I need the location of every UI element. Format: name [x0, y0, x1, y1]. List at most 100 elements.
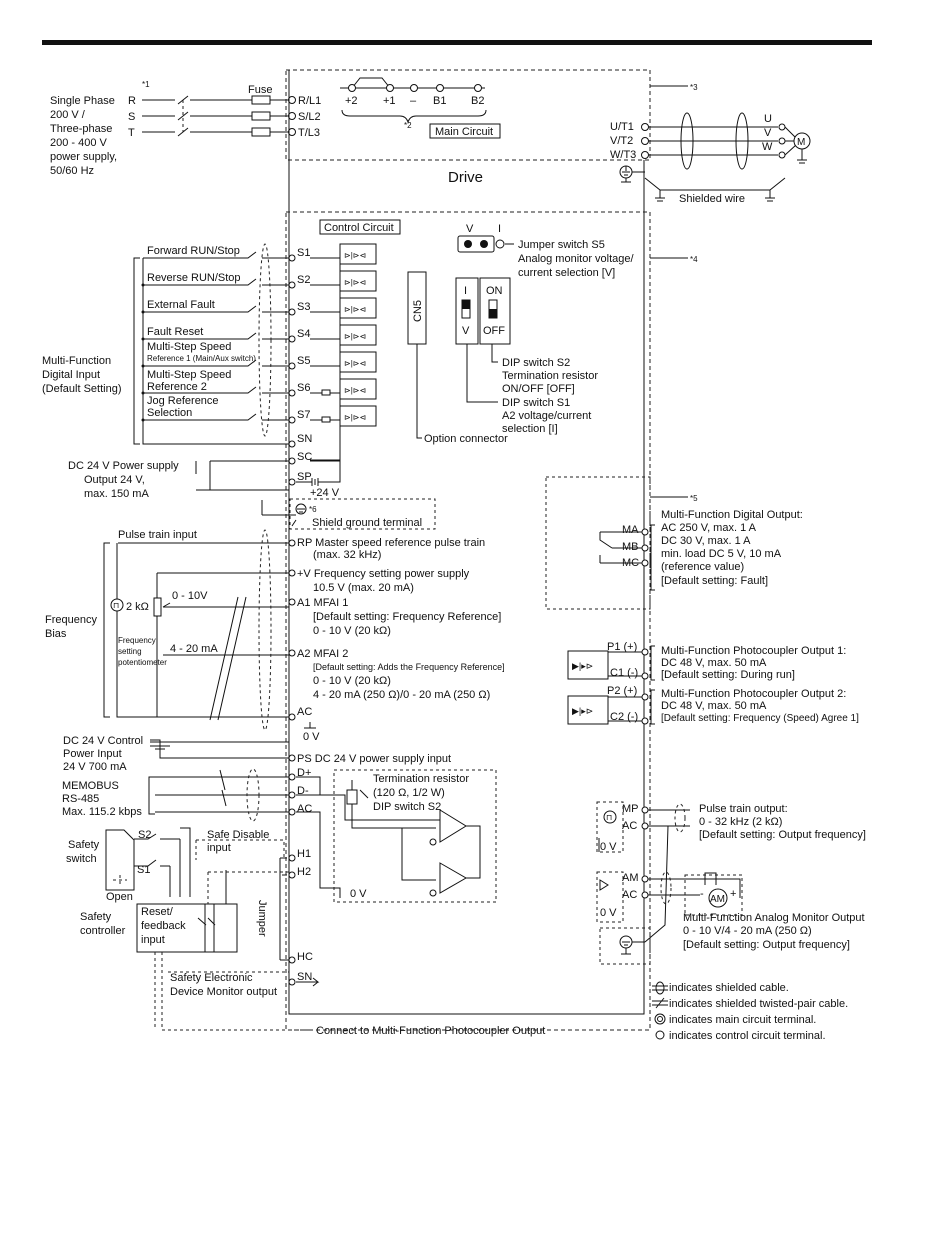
dip-switch-s2[interactable]: ON OFF DIP switch S2 Termination resisto…: [479, 277, 601, 395]
label-sn-safety: SN: [297, 971, 312, 983]
shield-ground: *6 Shield ground terminal: [261, 498, 436, 530]
dip-switch-s1[interactable]: I V DIP switch S1 A2 voltage/current sel…: [455, 277, 594, 435]
label-ma: MA: [622, 524, 639, 536]
svg-text:⊳|⊳⊲: ⊳|⊳⊲: [344, 251, 366, 260]
terminal-ma[interactable]: [641, 528, 649, 536]
am-minus: -: [700, 888, 704, 900]
terminal-h2[interactable]: [288, 871, 296, 879]
terminal-s2[interactable]: [288, 281, 296, 289]
memobus-zero-v: 0 V: [350, 888, 367, 900]
am-meter-label: AM: [710, 894, 725, 905]
terminal-hc[interactable]: [288, 956, 296, 964]
dip-s2-label: DIP switch S2 Termination resistor ON/OF…: [502, 357, 601, 395]
terminal-sc[interactable]: [288, 457, 296, 465]
drive-label: Drive: [448, 169, 483, 186]
legend-shielded-cable: indicates shielded cable.: [669, 982, 789, 994]
dc-bus-terminals: +2 +1 – B1 B2 *2 Main Circuit: [340, 77, 501, 139]
main-circuit-boundary: [285, 69, 651, 161]
motor-label: M: [797, 137, 805, 148]
terminal-s4[interactable]: [288, 335, 296, 343]
terminal-s6[interactable]: [288, 389, 296, 397]
cn5-label: CN5: [412, 300, 424, 322]
label-r-l1: R/L1: [298, 95, 321, 107]
terminal-h1[interactable]: [288, 854, 296, 862]
terminal-sn-common[interactable]: [288, 440, 296, 448]
terminal-rp[interactable]: [288, 539, 296, 547]
note-3-mark: *3: [690, 83, 698, 92]
label-c1: C1 (-): [610, 667, 638, 679]
terminal-sp[interactable]: [288, 478, 296, 486]
terminal-ac-memobus[interactable]: [288, 808, 296, 816]
digital-input-bracket: [133, 257, 140, 445]
terminal-s5[interactable]: [288, 362, 296, 370]
terminal-t-l3[interactable]: [288, 128, 296, 136]
input-label-s4: Fault Reset: [147, 326, 203, 338]
terminal-mb[interactable]: [641, 544, 649, 552]
terminal-ac-analog[interactable]: [288, 713, 296, 721]
terminal-v-t2[interactable]: [641, 137, 649, 145]
terminal-sn-safety[interactable]: [288, 978, 296, 986]
label-b2: B2: [471, 95, 484, 107]
legend-main-terminal: indicates main circuit terminal.: [669, 1014, 816, 1026]
terminal-r-l1[interactable]: [288, 96, 296, 104]
terminal-plus2[interactable]: [348, 84, 356, 92]
pot-value: 2 kΩ: [126, 601, 149, 613]
terminal-mc[interactable]: [641, 559, 649, 567]
terminal-s1[interactable]: [288, 254, 296, 262]
terminal-plus-v[interactable]: [288, 569, 296, 577]
jumper-switch-s5[interactable]: V I Jumper switch S5 Analog monitor volt…: [457, 223, 637, 279]
label-rp: RP Master speed reference pulse train: [297, 537, 485, 549]
terminal-s-l2[interactable]: [288, 112, 296, 120]
terminal-ac-pulse[interactable]: [641, 822, 649, 830]
terminal-p1[interactable]: [641, 648, 649, 656]
terminal-minus[interactable]: [410, 84, 418, 92]
main-circuit-label-box: [429, 123, 501, 139]
label-h2: H2: [297, 866, 311, 878]
terminal-plus1[interactable]: [386, 84, 394, 92]
jumper-s5-v: V: [466, 223, 474, 235]
terminal-c2[interactable]: [641, 717, 649, 725]
main-circuit-label: Main Circuit: [435, 126, 493, 138]
header-rule: [42, 40, 872, 45]
terminal-b1[interactable]: [436, 84, 444, 92]
main-input-terminals: R/L1 S/L2 T/L3: [288, 95, 321, 139]
terminal-am[interactable]: [641, 875, 649, 883]
shield-ground-label: Shield ground terminal: [312, 517, 422, 529]
terminal-d-plus[interactable]: [288, 773, 296, 781]
label-s2: S2: [297, 274, 310, 286]
terminal-u-t1[interactable]: [641, 123, 649, 131]
motor-v: V: [764, 127, 772, 139]
label-mb: MB: [622, 541, 639, 553]
terminal-s7[interactable]: [288, 416, 296, 424]
terminal-ac-monitor[interactable]: [641, 891, 649, 899]
terminal-a1[interactable]: [288, 598, 296, 606]
rp-label-2: (max. 32 kHz): [313, 549, 381, 561]
connect-note: Connect to Multi-Function Photocoupler O…: [316, 1025, 545, 1037]
terminal-ps[interactable]: [288, 754, 296, 762]
label-w-t3: W/T3: [610, 149, 636, 161]
terminal-b2[interactable]: [474, 84, 482, 92]
terminal-a2[interactable]: [288, 649, 296, 657]
terminal-p2[interactable]: [641, 693, 649, 701]
motor-w: W: [762, 141, 773, 153]
termination-label: Termination resistor (120 Ω, 1/2 W) DIP …: [373, 773, 472, 813]
label-ac-memobus: AC: [297, 803, 312, 815]
analog-inputs: Pulse train input RP Master speed refere…: [45, 529, 505, 743]
legend-control-terminal: indicates control circuit terminal.: [669, 1030, 826, 1042]
input-wires: [142, 251, 289, 445]
fuse-label: Fuse: [248, 84, 272, 96]
label-sn-common: SN: [297, 433, 312, 445]
terminal-w-t3[interactable]: [641, 151, 649, 159]
safety-open: Open: [106, 891, 133, 903]
terminal-c1[interactable]: [641, 672, 649, 680]
terminal-s3[interactable]: [288, 308, 296, 316]
terminal-d-minus[interactable]: [288, 791, 296, 799]
svg-text:⊳|⊳⊲: ⊳|⊳⊲: [344, 278, 366, 287]
terminal-mp[interactable]: [641, 806, 649, 814]
phase-r: R: [128, 95, 136, 107]
label-p2: P2 (+): [607, 685, 637, 697]
svg-text:⊓: ⊓: [606, 813, 612, 822]
digital-output-label: Multi-Function Digital Output: AC 250 V,…: [661, 509, 806, 587]
